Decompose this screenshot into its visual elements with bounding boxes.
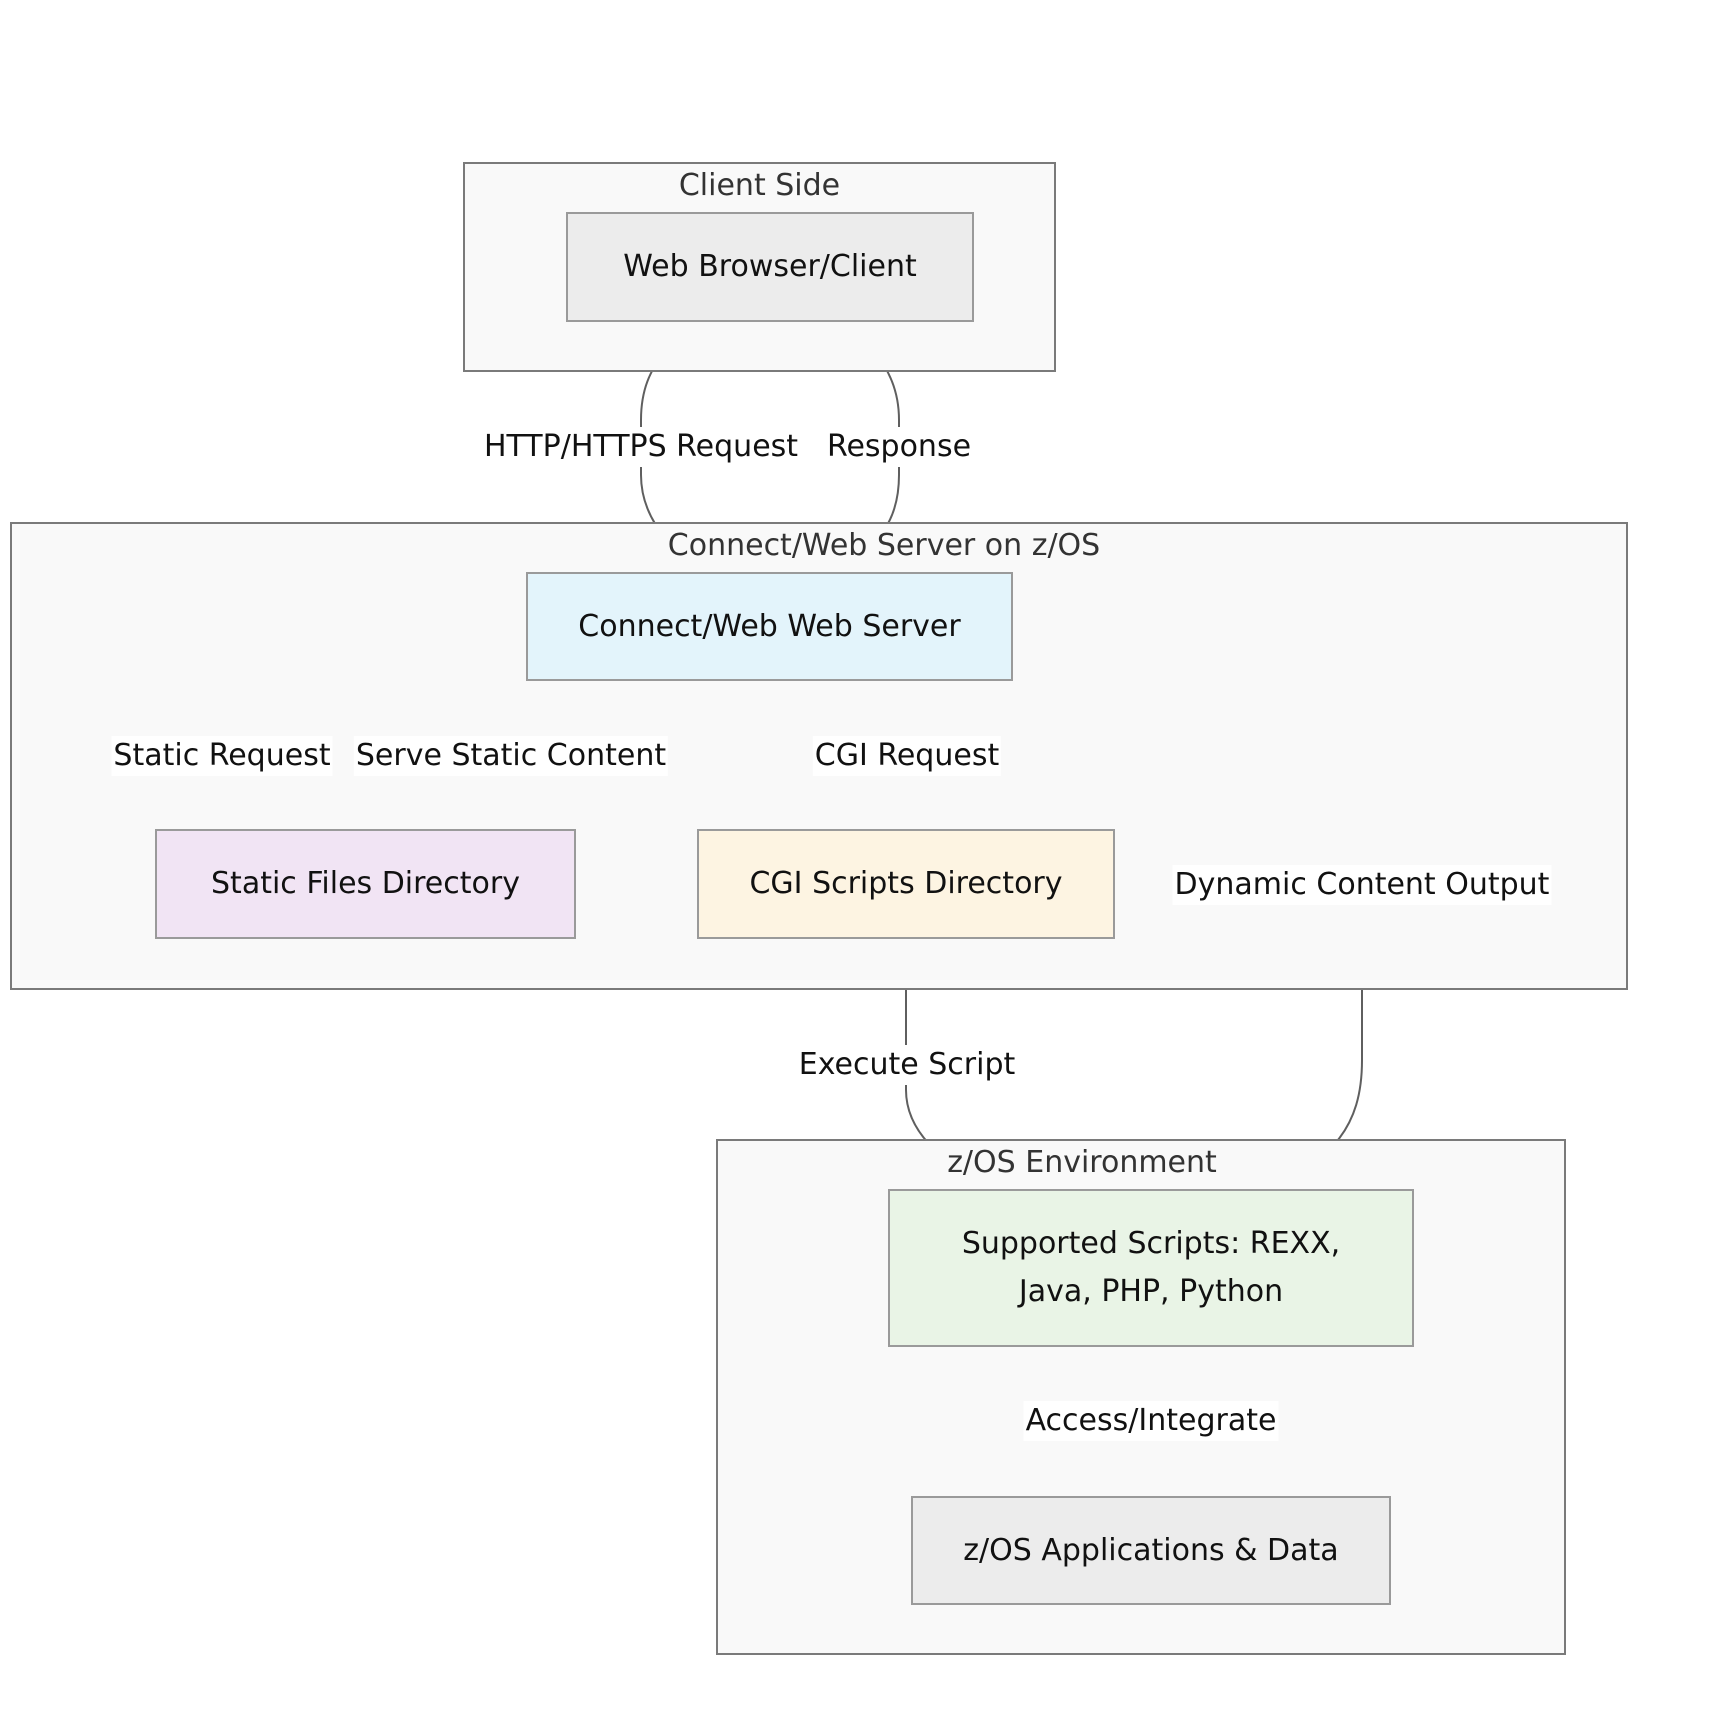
- edge-label-dynamic-content-output: Dynamic Content Output: [1172, 865, 1552, 905]
- web-browser-node[interactable]: Web Browser/Client: [566, 212, 974, 322]
- cgi-scripts-directory-label: CGI Scripts Directory: [749, 866, 1063, 901]
- zos-applications-node[interactable]: z/OS Applications & Data: [911, 1496, 1391, 1605]
- edge-label-response: Response: [824, 427, 974, 467]
- static-files-directory-node[interactable]: Static Files Directory: [155, 829, 576, 939]
- supported-scripts-node[interactable]: Supported Scripts: REXX, Java, PHP, Pyth…: [888, 1189, 1414, 1347]
- supported-scripts-label: Supported Scripts: REXX, Java, PHP, Pyth…: [961, 1226, 1341, 1309]
- web-browser-label: Web Browser/Client: [623, 249, 917, 284]
- edge-label-http-request: HTTP/HTTPS Request: [481, 427, 801, 467]
- edge-label-static-request: Static Request: [111, 736, 333, 776]
- edge-label-access-integrate: Access/Integrate: [1023, 1401, 1279, 1441]
- web-server-group-title: Connect/Web Server on z/OS: [667, 528, 1101, 563]
- client-side-title: Client Side: [678, 168, 841, 203]
- edge-label-cgi-request: CGI Request: [812, 736, 1002, 776]
- web-server-node[interactable]: Connect/Web Web Server: [526, 572, 1013, 681]
- web-server-label: Connect/Web Web Server: [578, 608, 961, 644]
- edge-label-serve-static-content: Serve Static Content: [353, 736, 669, 776]
- edge-label-execute-script: Execute Script: [796, 1045, 1018, 1085]
- client-side-group: Client Side: [463, 162, 1056, 372]
- zos-applications-label: z/OS Applications & Data: [963, 1532, 1339, 1568]
- static-files-directory-label: Static Files Directory: [211, 866, 520, 901]
- cgi-scripts-directory-node[interactable]: CGI Scripts Directory: [697, 829, 1115, 939]
- zos-environment-title: z/OS Environment: [947, 1145, 1217, 1180]
